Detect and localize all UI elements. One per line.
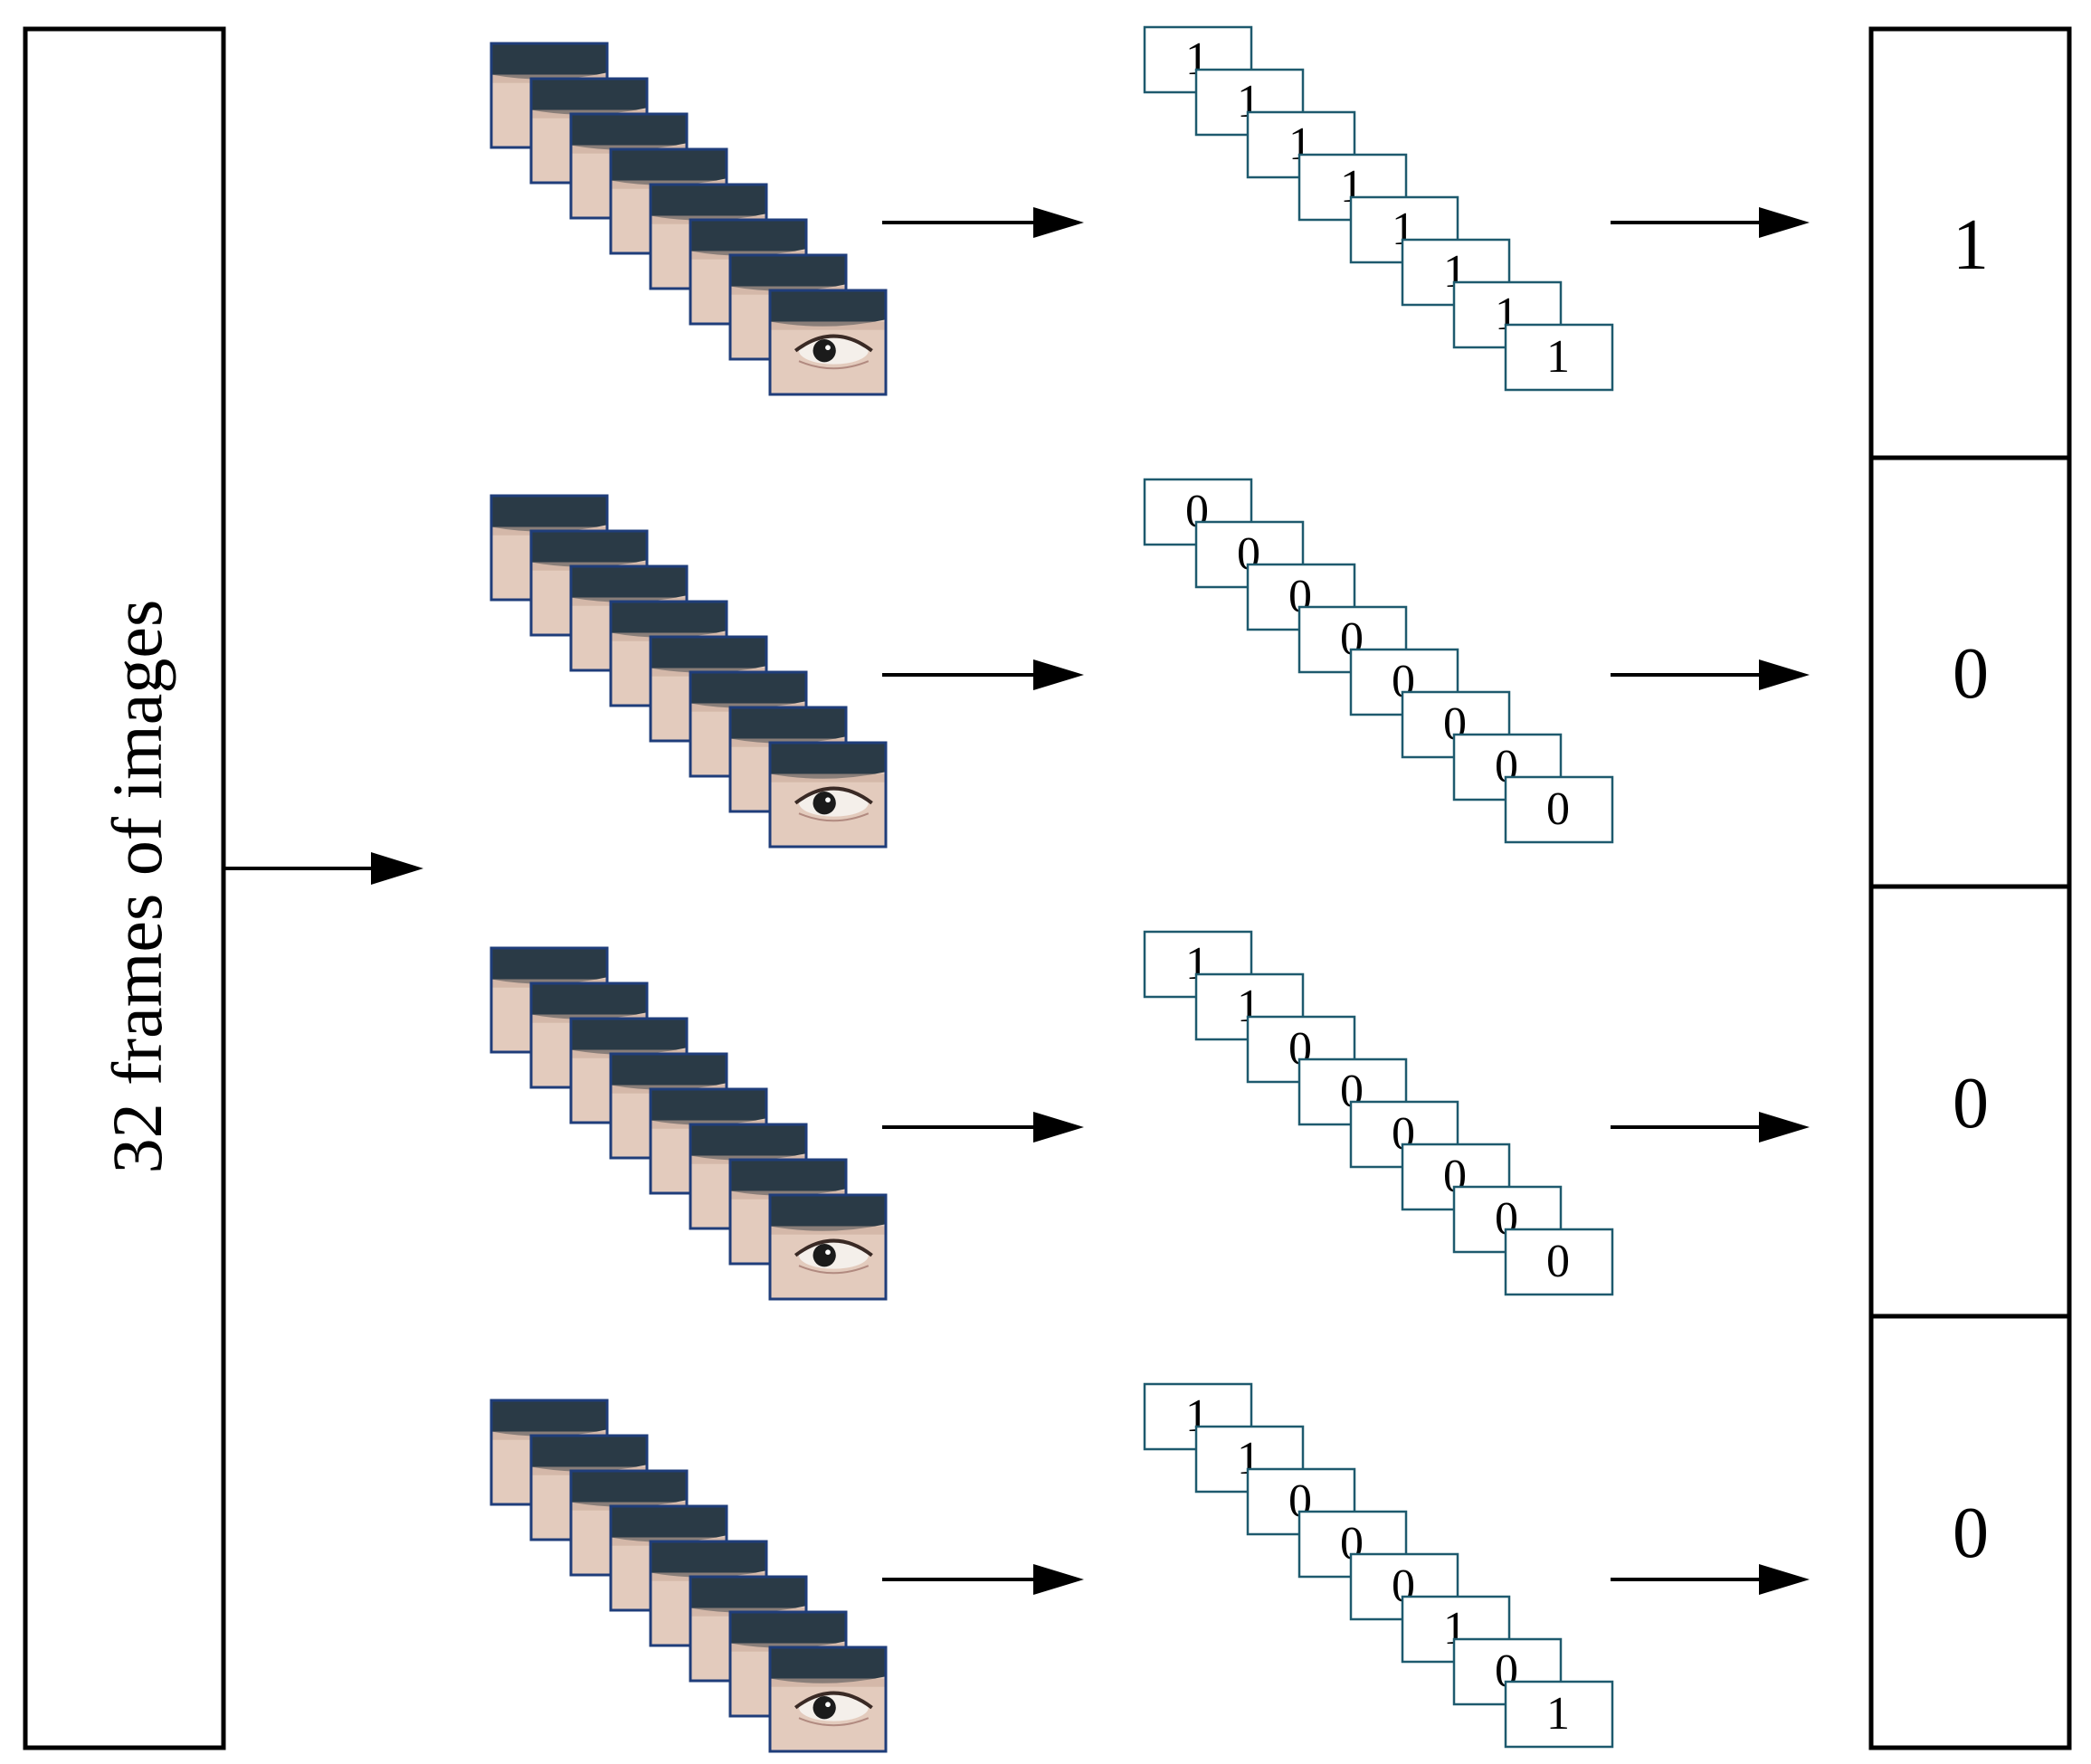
right-arrow-icon bbox=[1611, 1112, 1810, 1143]
right-arrow-icon bbox=[1611, 1564, 1810, 1595]
frame-label-value: 1 bbox=[1546, 331, 1570, 383]
output-column bbox=[1868, 26, 2072, 1750]
frame-label-box bbox=[1504, 1228, 1614, 1296]
eye-crop-icon bbox=[768, 1645, 888, 1753]
frame-label-value: 0 bbox=[1546, 1236, 1570, 1287]
input-box bbox=[23, 26, 226, 1750]
frame-label-box bbox=[1504, 775, 1614, 844]
frame-label-box bbox=[1504, 323, 1614, 392]
right-arrow-icon bbox=[882, 659, 1084, 690]
image-frame-stack bbox=[489, 494, 888, 849]
eye-crop-icon bbox=[768, 1193, 888, 1301]
frame-label-box bbox=[1194, 1425, 1305, 1494]
right-arrow-icon bbox=[1611, 659, 1810, 690]
image-frame-stack bbox=[489, 42, 888, 396]
eye-crop-icon bbox=[768, 289, 888, 396]
frame-label-value: 1 bbox=[1546, 1688, 1570, 1740]
input-label: 32 frames of images bbox=[98, 600, 176, 1174]
right-arrow-icon bbox=[371, 852, 423, 885]
input-arrow bbox=[223, 852, 423, 885]
image-frame-stack bbox=[489, 1399, 888, 1753]
frame-label-box bbox=[1504, 1680, 1614, 1749]
right-arrow-icon bbox=[1611, 207, 1810, 238]
output-value: 1 bbox=[1953, 205, 1989, 285]
frame-label-value: 0 bbox=[1546, 783, 1570, 835]
right-arrow-icon bbox=[882, 207, 1084, 238]
right-arrow-icon bbox=[882, 1112, 1084, 1143]
image-frame-stack bbox=[489, 946, 888, 1301]
eye-crop-icon bbox=[768, 741, 888, 849]
right-arrow-icon bbox=[882, 1564, 1084, 1595]
output-value: 0 bbox=[1953, 1494, 1989, 1573]
output-value: 0 bbox=[1953, 634, 1989, 714]
output-value: 0 bbox=[1953, 1064, 1989, 1143]
